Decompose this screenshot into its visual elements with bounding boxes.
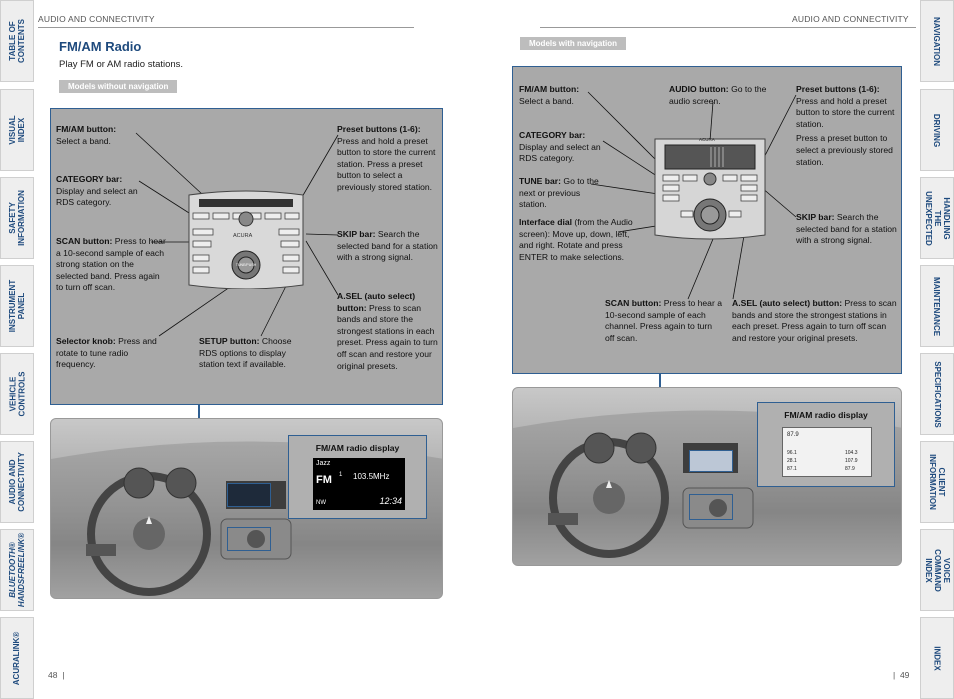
head-unit-svg [188,190,304,290]
unit-brand: ACURA [233,233,253,239]
nav-label-audio-button: AUDIO button: Go to the audio screen. [669,84,767,106]
nav-preset-5: 87.1 [787,466,797,472]
nav-label-interface-dial: Interface dial (from the Audio screen): … [519,217,633,262]
screen-genre: Jazz [316,460,331,467]
screen-frequency: 103.5MHz [353,472,390,481]
screen-direction: NW [316,500,326,506]
left-display-box: FM/AM radio display Jazz FM 1 103.5MHz N… [288,435,427,519]
nav-head-unit-svg [654,138,766,240]
tab-specifications[interactable]: SPECIFICATIONS [920,353,954,435]
label-selector-knob: Selector knob: Press and rotate to tune … [56,336,157,370]
right-display-box: FM/AM radio display 87.9 96.1 104.3 28.1… [757,402,895,487]
right-page-number: | 49 [893,670,910,680]
nav-label-category-bar: CATEGORY bar:Display and select an RDS c… [519,130,601,164]
left-page-number: 48 | [48,670,65,680]
label-setup-button: SETUP button: Choose RDS options to disp… [199,336,292,370]
page-title: FM/AM Radio [59,39,142,54]
tab-navigation[interactable]: NAVIGATION [920,0,954,82]
tab-index[interactable]: INDEX [920,617,954,699]
tab-safety-information[interactable]: SAFETY INFORMATION [0,177,34,259]
label-asel: A.SEL (auto select) button: Press to sca… [337,291,438,371]
label-skip-bar: SKIP bar: Search the selected band for a… [337,229,438,263]
nav-label-scan-button: SCAN button: Press to hear a 10-second s… [605,298,722,343]
nav-label-asel: A.SEL (auto select) button: Press to sca… [732,298,897,343]
tab-handling-unexpected[interactable]: HANDLING THE UNEXPECTED [920,177,954,259]
label-scan-button: SCAN button: Press to hear a 10-second s… [56,236,166,293]
tab-driving[interactable]: DRIVING [920,89,954,171]
head-unit-illustration: ACURA TUNE/PUSH [181,189,311,290]
left-diagram-panel: ACURA TUNE/PUSH FM/AM button:Select a ba… [50,108,443,405]
page-subtitle: Play FM or AM radio stations. [59,59,184,70]
left-display-highlight [227,483,271,507]
display-title: FM/AM radio display [315,443,400,453]
radio-screen: Jazz FM 1 103.5MHz NW 12:34 [313,458,405,510]
screen-band: FM [316,474,332,486]
right-page-header: AUDIO AND CONNECTIVITY [792,14,909,24]
nav-label-skip-bar: SKIP bar: Search the selected band for a… [796,212,897,246]
nav-label-preset-buttons: Preset buttons (1-6): Press and hold a p… [796,84,895,167]
screen-preset: 1 [339,472,343,478]
unit-dial-label: TUNE/PUSH [235,263,257,267]
nav-display-title: FM/AM radio display [784,410,868,420]
nav-label-tune-bar: TUNE bar: Go to the next or previous sta… [519,176,599,210]
nav-head-unit-illustration: ACURA [651,135,769,243]
left-header-rule [38,27,414,28]
right-diagram-panel: ACURA FM/AM button:Select a band. AUDIO … [512,66,902,374]
tab-bluetooth-handsfreelink[interactable]: BLUETOOTH® HANDSFREELINK® [0,529,34,611]
models-badge: Models without navigation [59,80,178,93]
tab-vehicle-controls[interactable]: VEHICLE CONTROLS [0,353,34,435]
tab-client-information[interactable]: CLIENT INFORMATION [920,441,954,523]
nav-unit-brand: ACURA [699,137,715,142]
nav-preset-3: 28.1 [787,458,797,464]
tab-voice-command-index[interactable]: VOICE COMMAND INDEX [920,529,954,611]
label-fm-am-button: FM/AM button:Select a band. [56,124,117,146]
nav-screen-frequency: 87.9 [787,432,799,438]
screen-clock: 12:34 [379,496,402,506]
nav-preset-6: 87.9 [845,466,855,472]
right-knob-highlight [689,494,733,520]
tab-audio-connectivity[interactable]: AUDIO AND CONNECTIVITY [0,441,34,523]
nav-preset-1: 96.1 [787,450,797,456]
nav-label-fm-am-button: FM/AM button:Select a band. [519,84,580,106]
nav-preset-4: 107.9 [845,458,858,464]
left-page-header: AUDIO AND CONNECTIVITY [38,14,155,24]
models-badge-nav: Models with navigation [520,37,627,50]
tab-maintenance[interactable]: MAINTENANCE [920,265,954,347]
nav-radio-screen: 87.9 96.1 104.3 28.1 107.9 87.1 87.9 [782,427,872,477]
tab-visual-index[interactable]: VISUAL INDEX [0,89,34,171]
tab-instrument-panel[interactable]: INSTRUMENT PANEL [0,265,34,347]
left-knob-highlight [227,527,271,551]
label-preset-buttons: Preset buttons (1-6): Press and hold a p… [337,124,436,192]
tab-acuralink[interactable]: ACURALINK® [0,617,34,699]
label-category-bar: CATEGORY bar:Display and select an RDS c… [56,174,138,208]
nav-preset-2: 104.3 [845,450,858,456]
right-display-highlight [689,450,733,472]
tab-table-of-contents[interactable]: TABLE OF CONTENTS [0,0,34,82]
right-header-rule [540,27,916,28]
